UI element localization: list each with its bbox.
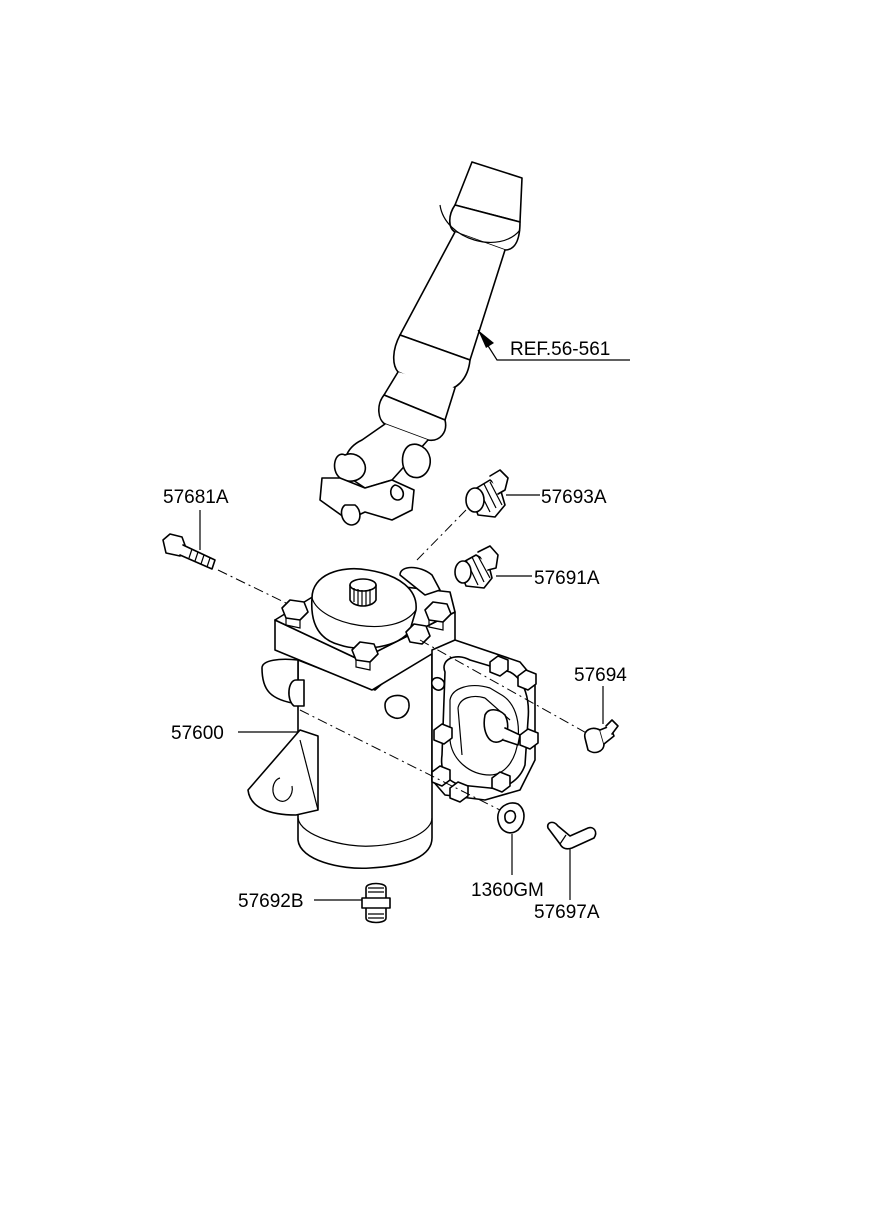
bolt-head-top-mid [405,623,431,645]
bleeder-57694 [583,719,619,754]
steering-gear-box-57600 [247,566,539,870]
bolt-head-top-front [351,641,379,671]
label-ref-56-561: REF.56-561 [510,339,610,360]
fitting-57691A [454,545,499,589]
bolt-head-top-left [281,599,309,629]
label-57681A: 57681A [163,487,229,508]
steering-column-shaft [319,161,523,526]
label-57691A: 57691A [534,568,600,589]
axis-1360GM [299,709,511,816]
label-57693A: 57693A [541,487,607,508]
label-57600: 57600 [171,723,224,744]
washer-1360GM [497,802,525,834]
axis-57693A [414,509,467,563]
label-1360GM: 1360GM [471,880,544,901]
nipple-57692B [361,882,391,924]
label-57692B: 57692B [238,891,304,912]
elbow-fitting-57697A [546,821,597,850]
bolt-head-top-right [424,601,452,631]
bolt-57681A [162,533,216,570]
axis-57694 [419,639,591,736]
label-57697A: 57697A [534,902,600,923]
label-57694: 57694 [574,665,627,686]
axis-57681A [217,569,291,606]
ref-arrowhead [478,330,494,348]
fitting-57693A [465,469,509,518]
